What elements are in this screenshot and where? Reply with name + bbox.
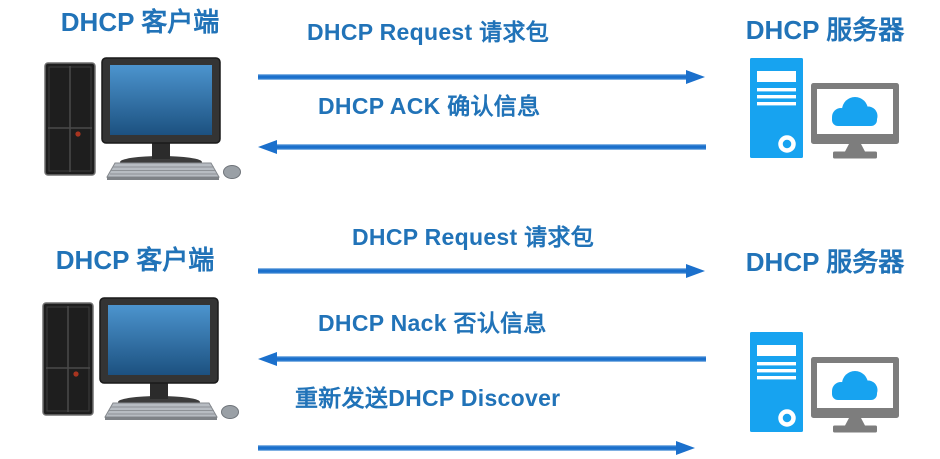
arrow-right-icon	[258, 441, 695, 455]
arrow-head	[686, 70, 705, 84]
arrow-left-icon	[258, 140, 706, 154]
client-computer-icon	[44, 57, 242, 181]
arrow-head	[686, 264, 705, 278]
arrow-right-icon	[258, 264, 705, 278]
arrow-line	[258, 74, 691, 80]
client-computer-icon	[42, 297, 240, 421]
message-request-label: DHCP Request 请求包	[352, 224, 595, 250]
arrow-head	[258, 140, 277, 154]
server-label-bottom: DHCP 服务器	[745, 247, 905, 277]
arrow-line	[272, 356, 706, 362]
server-label-top: DHCP 服务器	[745, 15, 905, 45]
arrow-head	[258, 352, 277, 366]
arrow-left-icon	[258, 352, 706, 366]
arrow-head	[676, 441, 695, 455]
message-request-label: DHCP Request 请求包	[307, 19, 550, 45]
message-ack-label: DHCP ACK 确认信息	[318, 93, 541, 119]
message-nack-label: DHCP Nack 否认信息	[318, 310, 547, 336]
message-rediscover-label: 重新发送DHCP Discover	[295, 385, 561, 411]
arrow-line	[258, 268, 691, 274]
arrow-line	[258, 445, 681, 451]
arrow-right-icon	[258, 70, 705, 84]
client-label-bottom: DHCP 客户端	[55, 245, 215, 275]
server-icon	[745, 52, 905, 164]
client-label-top: DHCP 客户端	[60, 7, 220, 37]
server-icon	[745, 326, 905, 438]
arrow-line	[272, 144, 706, 150]
